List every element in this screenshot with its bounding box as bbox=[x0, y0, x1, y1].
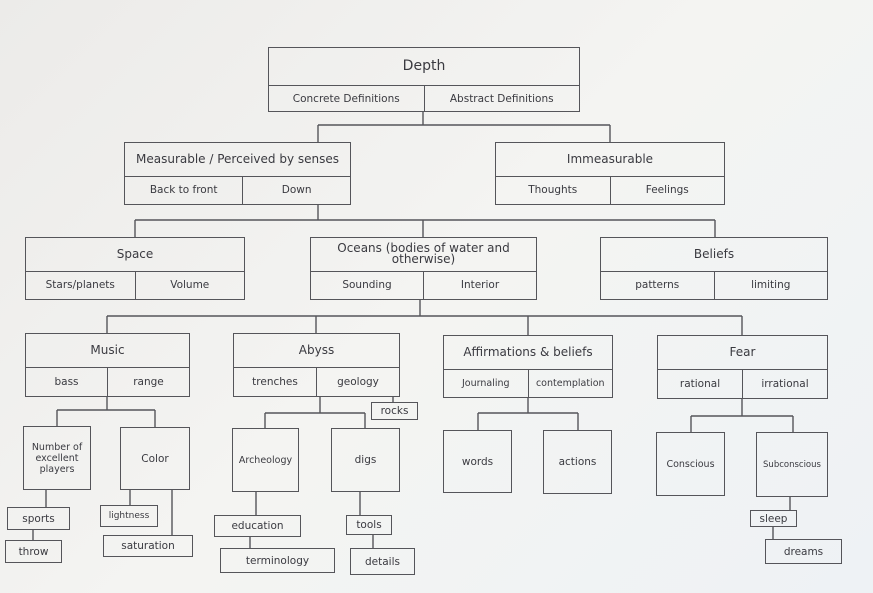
node-left: Sounding bbox=[342, 279, 392, 292]
leaf-number-of-players: Number of excellent players bbox=[23, 426, 91, 490]
node-title: Fear bbox=[729, 345, 756, 360]
node-left: Back to front bbox=[149, 184, 218, 197]
node-right: geology bbox=[316, 368, 399, 396]
connector-music bbox=[56, 397, 156, 427]
node-title: Measurable / Perceived by senses bbox=[136, 151, 339, 166]
tag-dreams: dreams bbox=[765, 539, 842, 564]
leaf-archeology: Archeology bbox=[232, 428, 299, 492]
tag-throw: throw bbox=[5, 540, 62, 563]
node-right: irrational bbox=[742, 370, 827, 398]
node-right: Down bbox=[242, 176, 350, 204]
node-left: rational bbox=[679, 378, 721, 391]
tag-lightness: lightness bbox=[100, 505, 158, 527]
node-title: Immeasurable bbox=[566, 151, 654, 166]
node-music: Music bass range bbox=[25, 333, 190, 397]
leaf-conscious: Conscious bbox=[656, 432, 725, 496]
node-left: bass bbox=[54, 376, 79, 389]
node-left: trenches bbox=[252, 376, 298, 389]
tag-details: details bbox=[350, 548, 415, 575]
tag-education: education bbox=[214, 515, 301, 537]
node-left: Concrete Definitions bbox=[292, 92, 400, 105]
leaf-digs: digs bbox=[331, 428, 400, 492]
node-beliefs: Beliefs patterns limiting bbox=[600, 237, 828, 300]
connector-level2 bbox=[106, 300, 743, 335]
node-title: Space bbox=[116, 246, 154, 261]
node-title: Depth bbox=[402, 58, 446, 75]
leaf-words: words bbox=[443, 430, 512, 493]
node-oceans: Oceans (bodies of water and otherwise) S… bbox=[310, 237, 537, 300]
node-immeasurable: Immeasurable Thoughts Feelings bbox=[495, 142, 725, 205]
connector-level1 bbox=[134, 205, 716, 237]
tag-rocks: rocks bbox=[371, 402, 418, 420]
node-left: patterns bbox=[635, 279, 680, 292]
tag-sports: sports bbox=[7, 507, 70, 530]
node-affirmations: Affirmations & beliefs Journaling contemp… bbox=[443, 335, 613, 398]
node-title: Abyss bbox=[298, 343, 335, 358]
node-right: limiting bbox=[713, 271, 828, 299]
node-title: Oceans (bodies of water and otherwise) bbox=[337, 241, 510, 267]
node-space: Space Stars/planets Volume bbox=[25, 237, 245, 300]
node-title: Music bbox=[90, 343, 125, 358]
node-right: Volume bbox=[134, 271, 245, 299]
tag-tools: tools bbox=[346, 515, 392, 535]
node-right: Interior bbox=[423, 271, 536, 299]
connector-fear bbox=[690, 399, 794, 432]
node-right: range bbox=[107, 368, 189, 396]
leaf-color: Color bbox=[120, 427, 190, 490]
node-left: Stars/planets bbox=[45, 279, 115, 292]
node-left: Thoughts bbox=[528, 184, 578, 197]
node-left: Journaling bbox=[461, 377, 510, 389]
tag-terminology: terminology bbox=[220, 548, 335, 573]
node-right: Abstract Definitions bbox=[423, 86, 580, 111]
tag-sleep: sleep bbox=[750, 510, 797, 527]
connector-abyss bbox=[264, 397, 394, 428]
connector-tags bbox=[32, 490, 791, 548]
node-depth: Depth Concrete Definitions Abstract Defin… bbox=[268, 47, 580, 112]
leaf-subconscious: Subconscious bbox=[756, 432, 828, 497]
node-title: Beliefs bbox=[693, 246, 735, 261]
tag-saturation: saturation bbox=[103, 535, 193, 557]
node-right: Feelings bbox=[609, 176, 725, 204]
leaf-actions: actions bbox=[543, 430, 612, 494]
node-abyss: Abyss trenches geology bbox=[233, 333, 400, 397]
node-measurable: Measurable / Perceived by senses Back to… bbox=[124, 142, 351, 205]
node-title: Affirmations & beliefs bbox=[463, 344, 593, 359]
node-right: contemplation bbox=[527, 369, 613, 397]
connector-root bbox=[317, 112, 611, 142]
node-fear: Fear rational irrational bbox=[657, 335, 828, 399]
connector-affirmations bbox=[477, 398, 579, 430]
